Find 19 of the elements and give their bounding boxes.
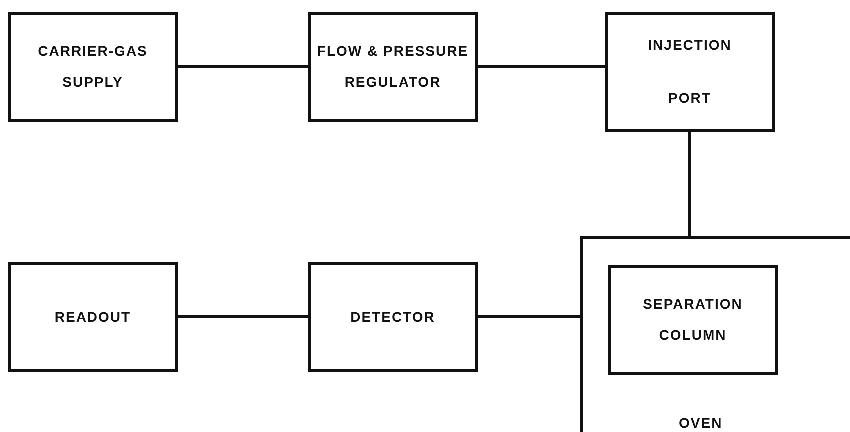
connector-line: [178, 316, 308, 318]
process-box: [8, 12, 178, 122]
process-box: [8, 262, 178, 372]
box-label: OVEN: [679, 415, 723, 432]
process-box: [608, 265, 778, 375]
connector-line: [478, 66, 605, 68]
box-label: READOUT: [54, 308, 132, 327]
connector-line: [178, 66, 308, 68]
process-box: [605, 12, 775, 132]
connector-line: [478, 316, 580, 318]
box-label: CARRIER-GAS SUPPLY: [37, 42, 149, 92]
box-label: FLOW & PRESSURE REGULATOR: [316, 42, 470, 92]
process-box: [308, 262, 478, 372]
box-label: INJECTION PORT: [647, 36, 733, 108]
box-label: DETECTOR: [350, 308, 436, 327]
oven-region: [580, 236, 850, 432]
process-box: [308, 12, 478, 122]
box-label: SEPARATION COLUMN: [642, 295, 744, 345]
connector-line: [688, 132, 692, 236]
